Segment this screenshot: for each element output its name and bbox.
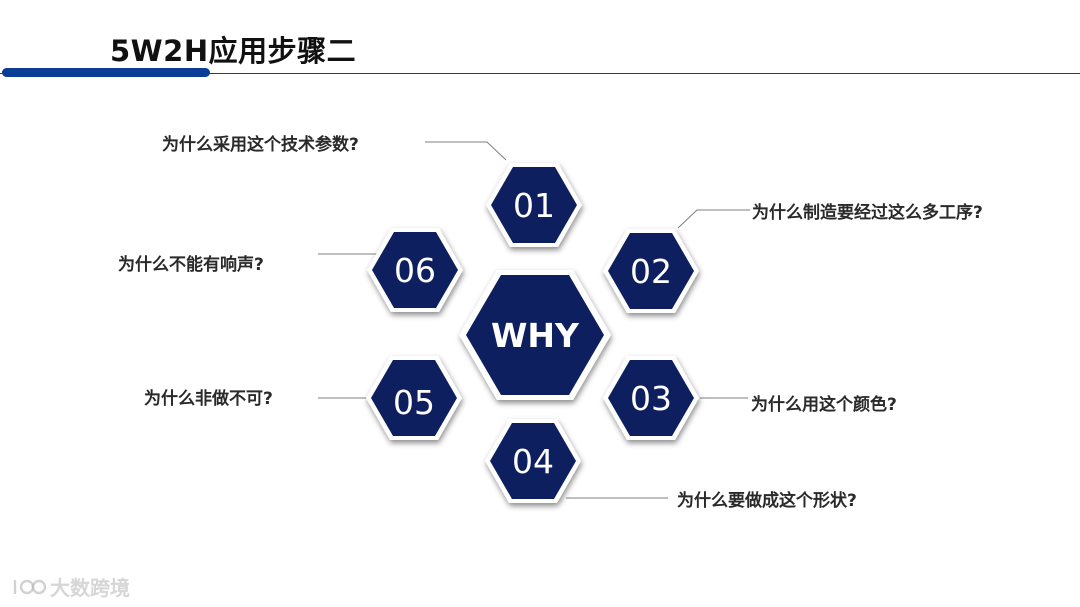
question-04: 为什么要做成这个形状? <box>677 491 857 511</box>
watermark: 大数跨境 <box>12 572 130 601</box>
slide-title: 5W2H应用步骤二 <box>110 34 357 68</box>
hexagon-01: 01 <box>486 163 582 247</box>
connector-line-02 <box>677 209 750 229</box>
center-hexagon: WHY <box>459 270 611 400</box>
question-06: 为什么不能有响声? <box>118 255 264 275</box>
hexagon-02: 02 <box>603 229 699 313</box>
watermark-text: 大数跨境 <box>50 576 130 600</box>
question-02: 为什么制造要经过这么多工序? <box>752 203 983 223</box>
connector-line-01 <box>425 141 507 161</box>
question-03: 为什么用这个颜色? <box>751 395 897 415</box>
hexagon-04: 04 <box>485 419 581 503</box>
watermark-logo-icon <box>13 579 46 594</box>
hexagon-03-number: 03 <box>630 379 672 418</box>
hexagon-05-number: 05 <box>393 383 435 422</box>
hexagon-06-number: 06 <box>394 251 436 290</box>
hexagon-06: 06 <box>367 228 463 312</box>
hexagon-01-number: 01 <box>513 186 555 225</box>
hexagon-05: 05 <box>366 356 462 440</box>
hexagon-03: 03 <box>603 356 699 440</box>
question-01: 为什么采用这个技术参数? <box>162 135 359 155</box>
hexagon-04-number: 04 <box>512 442 554 481</box>
question-05: 为什么非做不可? <box>144 389 273 409</box>
title-underline <box>0 73 1080 74</box>
title-accent-bar <box>2 68 210 77</box>
center-label: WHY <box>491 316 580 355</box>
hexagon-02-number: 02 <box>630 252 672 291</box>
